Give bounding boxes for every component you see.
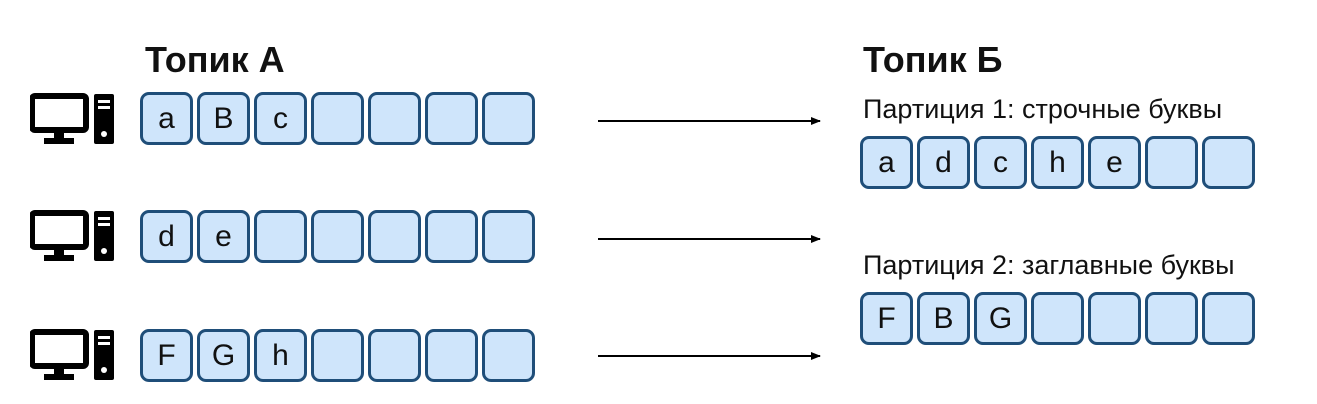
message-cell [1031,292,1084,345]
producer-row-2: d e [140,210,538,263]
message-cell [482,329,535,382]
message-cell: B [917,292,970,345]
message-cell [311,92,364,145]
message-cell [1088,292,1141,345]
message-cell: a [140,92,193,145]
message-cell [425,92,478,145]
message-cell [425,210,478,263]
message-cell: h [254,329,307,382]
producer-row-1: a B c [140,92,538,145]
message-cell [1145,136,1198,189]
partition-1-row: a d c h e [860,136,1258,189]
message-cell [425,329,478,382]
message-cell [482,210,535,263]
computer-icon [30,210,114,261]
message-cell: d [140,210,193,263]
computer-icon [30,93,114,144]
producer-row-3: F G h [140,329,538,382]
topic-a-title: Топик А [145,39,285,80]
message-cell [368,210,421,263]
message-cell: h [1031,136,1084,189]
message-cell [311,329,364,382]
message-cell [1202,136,1255,189]
message-cell [368,329,421,382]
message-cell: F [860,292,913,345]
message-cell: d [917,136,970,189]
message-cell [311,210,364,263]
message-cell: c [974,136,1027,189]
topic-b-title: Топик Б [863,39,1003,80]
message-cell: c [254,92,307,145]
partition-1-label: Партиция 1: строчные буквы [863,94,1223,124]
message-cell: a [860,136,913,189]
message-cell: e [1088,136,1141,189]
message-cell [1202,292,1255,345]
message-cell: B [197,92,250,145]
message-cell [254,210,307,263]
computer-icon [30,329,114,380]
partition-2-row: F B G [860,292,1258,345]
message-cell [368,92,421,145]
message-cell [1145,292,1198,345]
message-cell: F [140,329,193,382]
partition-2-label: Партиция 2: заглавные буквы [863,250,1235,280]
message-cell: G [974,292,1027,345]
message-cell [482,92,535,145]
message-cell: e [197,210,250,263]
message-cell: G [197,329,250,382]
